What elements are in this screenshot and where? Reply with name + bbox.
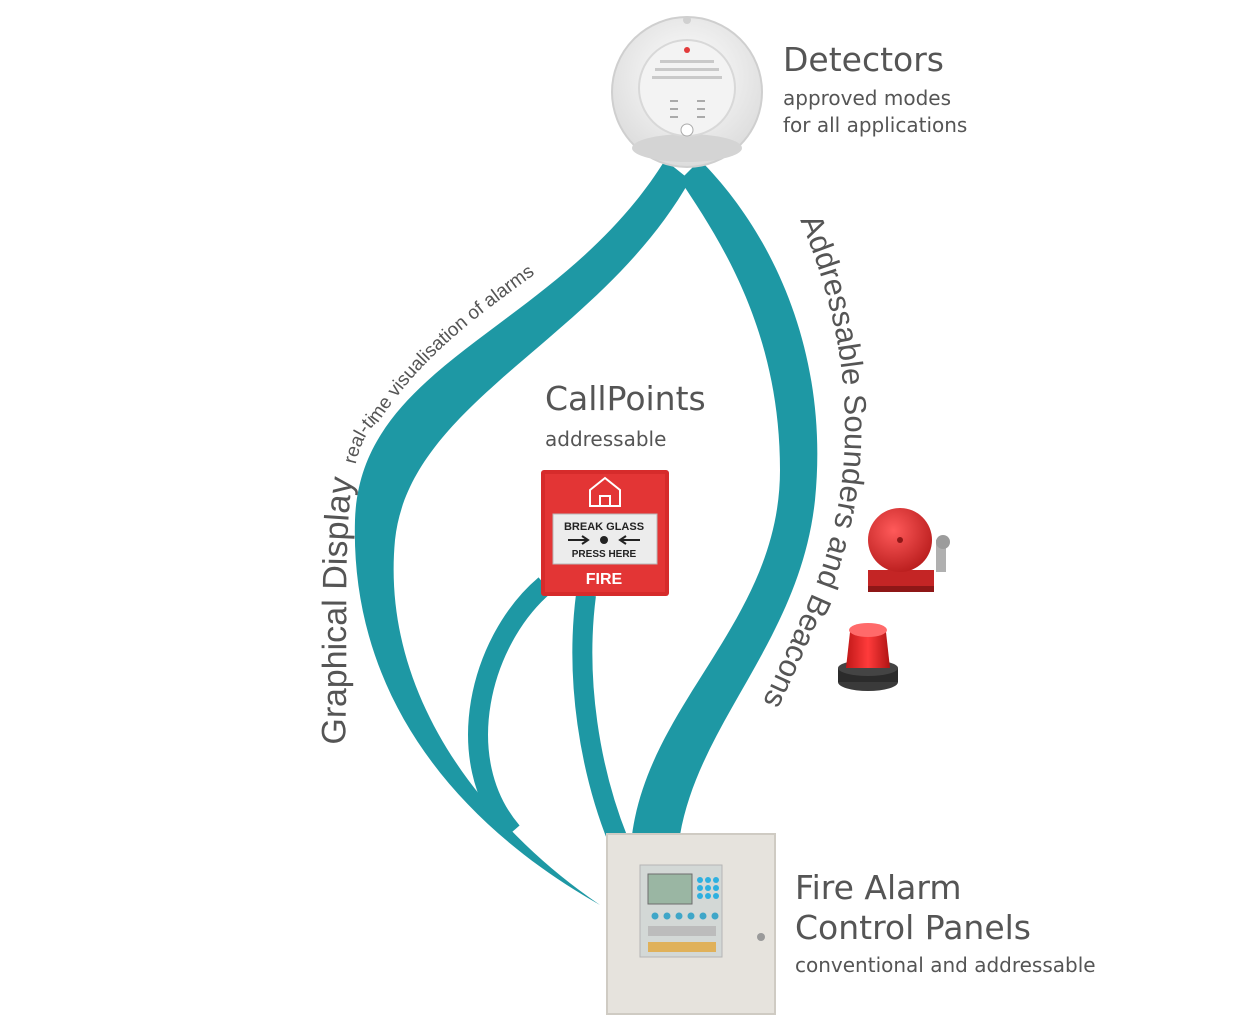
callpoint-device-line2: PRESS HERE: [572, 549, 637, 560]
callpoint-device-line1: BREAK GLASS: [564, 521, 644, 533]
panels-title-line1: Fire Alarm: [795, 868, 962, 907]
callpoint-device-fire: FIRE: [586, 571, 623, 588]
smoke-detector-icon: [611, 16, 763, 168]
panels-title-line2: Control Panels: [795, 908, 1031, 947]
callpoints-subtitle: addressable: [545, 427, 667, 451]
graphical-display-main: Graphical Display: [315, 474, 361, 745]
panels-subtitle: conventional and addressable: [795, 953, 1096, 977]
control-panel-icon: [606, 833, 776, 1015]
detectors-line2: for all applications: [783, 113, 968, 137]
detectors-title: Detectors: [783, 40, 944, 79]
right-cable: [632, 160, 818, 835]
callpoint-cable-right: [572, 593, 628, 844]
detectors-line1: approved modes: [783, 86, 951, 110]
beacon-icon: [838, 623, 898, 691]
callpoints-title: CallPoints: [545, 379, 706, 418]
break-glass-callpoint-icon: [541, 470, 669, 596]
callpoint-cable-left: [468, 577, 552, 839]
bell-sounder-icon: [868, 508, 950, 592]
left-cable: [354, 160, 690, 905]
